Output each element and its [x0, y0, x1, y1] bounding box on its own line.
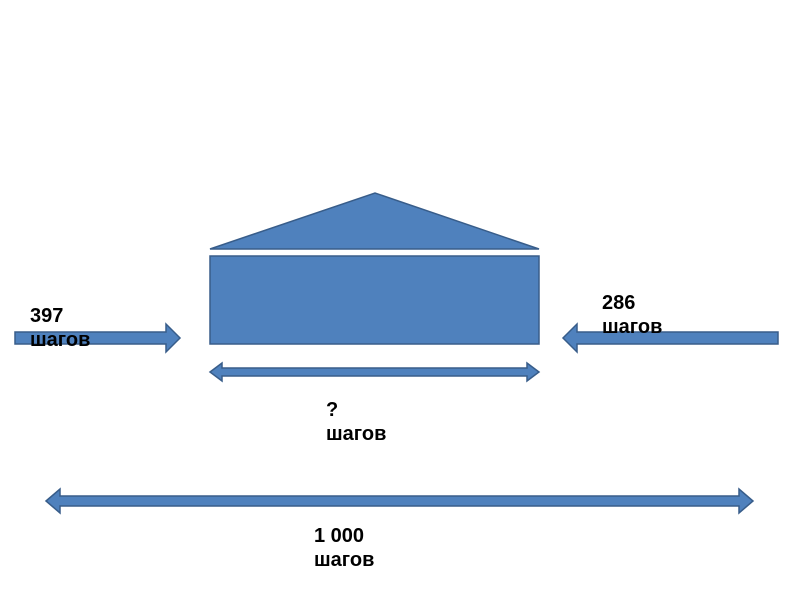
left-distance-label: 397 шагов	[30, 304, 90, 352]
left-arrow	[14, 322, 182, 354]
house-length-label: ? шагов	[326, 398, 386, 446]
left-distance-number: 397	[30, 305, 64, 327]
house-roof	[209, 192, 540, 250]
left-distance-unit: шагов	[30, 329, 91, 351]
right-arrow	[561, 322, 779, 354]
right-distance-number: 286	[602, 292, 636, 314]
right-distance-label: 286 шагов	[602, 291, 662, 339]
total-distance-arrow	[44, 487, 755, 515]
house-length-arrow	[208, 361, 541, 383]
right-distance-unit: шагов	[602, 316, 663, 338]
total-distance-number: 1 000	[314, 525, 365, 547]
house-body	[209, 255, 540, 345]
total-distance-unit: шагов	[314, 549, 375, 571]
total-distance-label: 1 000 шагов	[314, 524, 374, 572]
house-length-unit: шагов	[326, 423, 387, 445]
house-length-number: ?	[326, 399, 339, 421]
